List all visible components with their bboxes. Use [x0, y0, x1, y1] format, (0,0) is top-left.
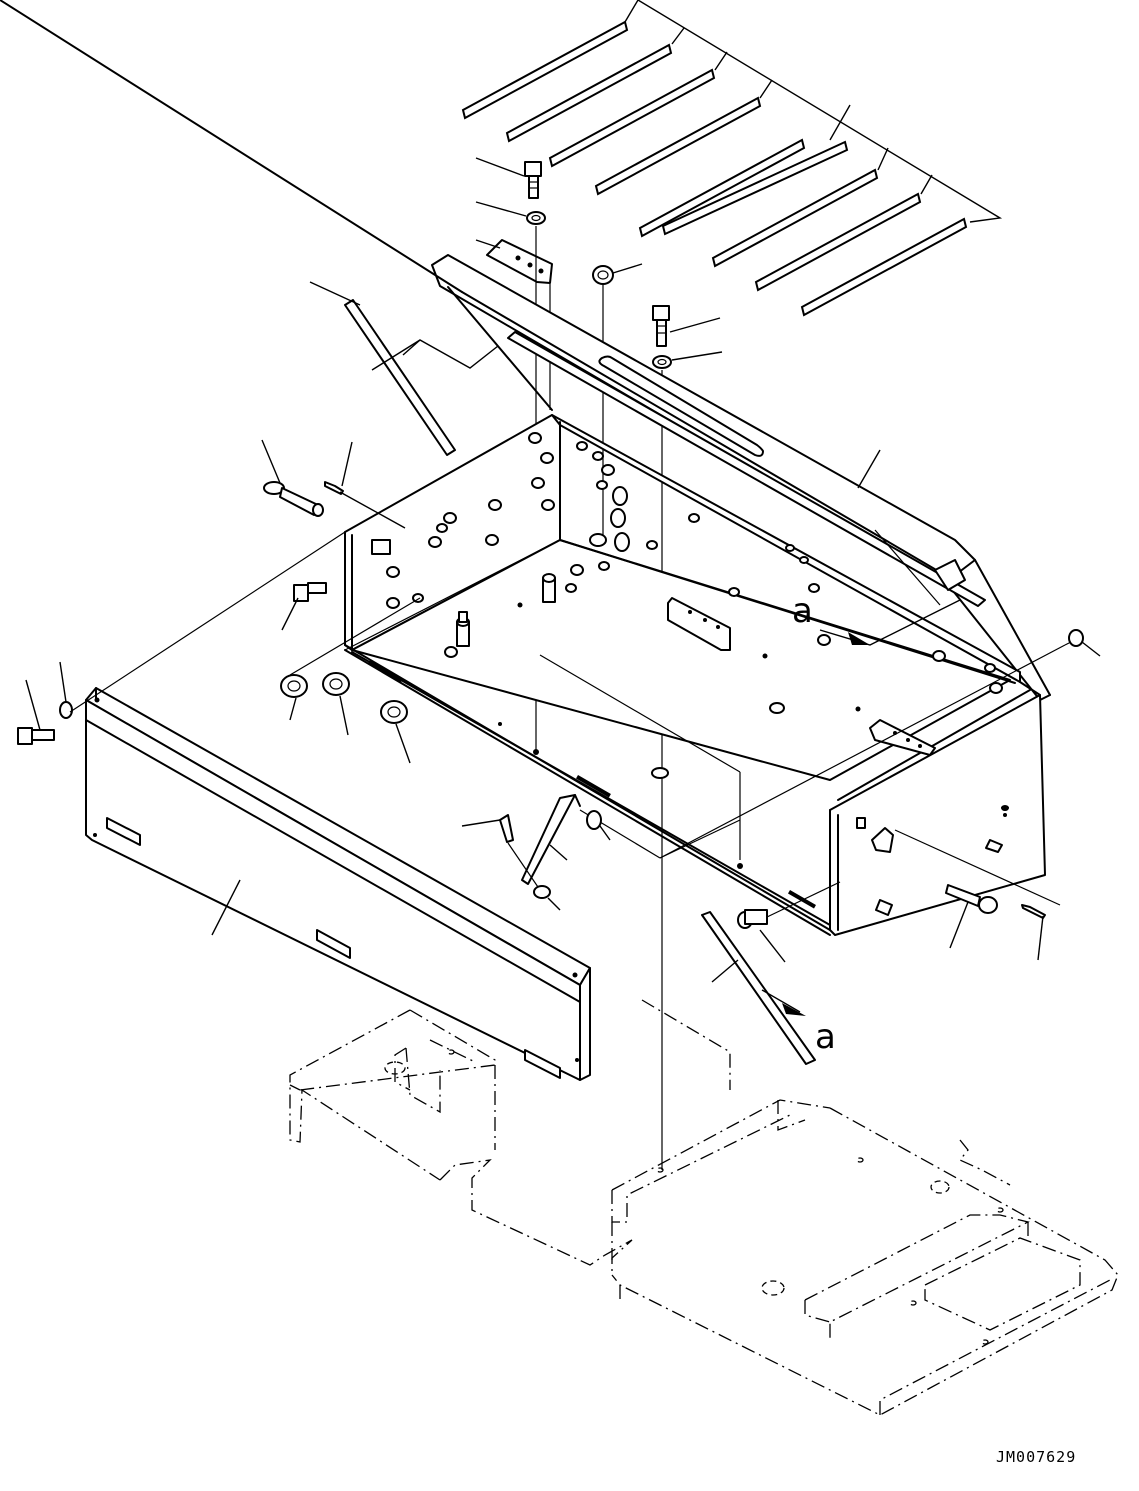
pin-icon: [737, 909, 768, 929]
drawing-code: JM007629: [996, 1448, 1076, 1466]
latch-handle-icon: [945, 884, 998, 914]
washer-icon: [526, 211, 546, 225]
view-arrow-a-upper: a: [792, 591, 961, 646]
grommet-set: [280, 597, 421, 764]
view-arrow-icon: [848, 632, 870, 645]
right-fasteners: [737, 629, 1101, 963]
internal-bracket: [667, 597, 731, 651]
base-frame-phantom: [289, 999, 1119, 1416]
box-holes: [339, 432, 1009, 869]
view-label-a: a: [792, 591, 813, 631]
stay-rod-lower: a: [701, 911, 836, 1065]
washer-icon: [586, 810, 602, 830]
view-arrow-icon: [782, 1003, 806, 1016]
stay-rod-bent: [461, 794, 611, 911]
box-lid: [0, 0, 1051, 701]
grommet-icon: [380, 700, 408, 724]
washer-icon: [652, 355, 672, 369]
latch-handle-icon: [261, 439, 353, 517]
stay-rod: [309, 281, 499, 456]
bolt-icon: [293, 582, 327, 602]
front-panel: [85, 687, 591, 1081]
bolt-icon: [652, 305, 670, 347]
grommet-icon: [280, 674, 308, 698]
left-fasteners: [17, 531, 346, 745]
standoff-post: [444, 573, 556, 658]
bolt-icon: [17, 727, 55, 745]
washer-icon: [1068, 629, 1084, 647]
washer-icon: [533, 885, 551, 899]
nut-icon: [592, 265, 614, 285]
rubber-strip-set: [461, 0, 1003, 317]
bolt-icon: [524, 161, 542, 199]
box-body: [344, 414, 1046, 936]
grommet-icon: [322, 672, 350, 696]
view-label-a-lower: a: [815, 1017, 836, 1057]
washer-icon: [59, 701, 73, 719]
